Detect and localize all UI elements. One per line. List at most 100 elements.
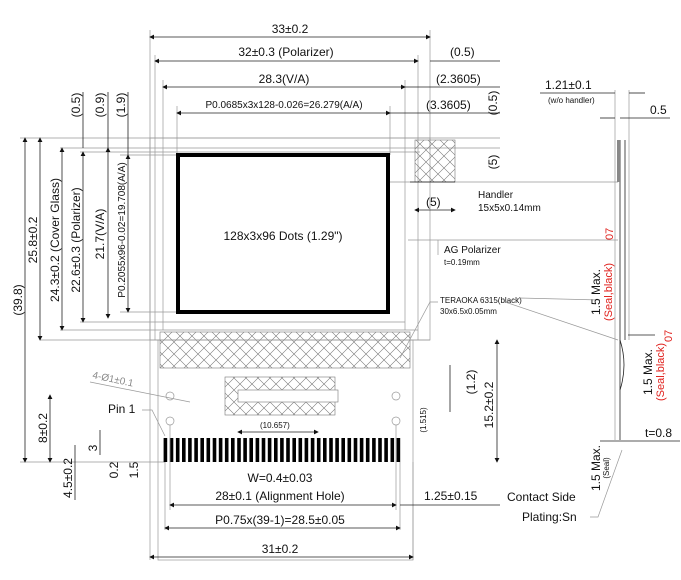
fpc-contact-pin bbox=[341, 438, 345, 462]
alignment-hole bbox=[165, 391, 175, 401]
fpc-contact-pin bbox=[218, 438, 223, 462]
revision-mark-2: 07 bbox=[663, 330, 675, 342]
dim-active-area-height: P0.2055x96-0.02=19.708(A/A) bbox=[117, 162, 128, 297]
fpc-contacts bbox=[163, 438, 401, 462]
fpc-contact-pin bbox=[329, 438, 333, 462]
left-dimensions: (39.8) 25.8±0.2 24.3±0.2 (Cover Glass) 2… bbox=[11, 92, 141, 500]
dim-off-09: (0.9) bbox=[93, 93, 107, 118]
fpc-contact-pin bbox=[353, 438, 358, 462]
dim-fpc-15: 1.5 bbox=[127, 461, 141, 478]
bottom-dimensions: W=0.4±0.03 28±0.1 (Alignment Hole) P0.75… bbox=[149, 425, 500, 560]
fpc-contact-pin bbox=[188, 438, 192, 462]
fpc-contact-pin bbox=[304, 438, 309, 462]
top-dimensions: 33±0.2 32±0.3 (Polarizer) 28.3(V/A) P0.0… bbox=[149, 22, 500, 116]
fpc-contact-pin bbox=[310, 438, 315, 462]
side-max2: 1.5 Max. bbox=[641, 349, 655, 395]
fpc-contact-pin bbox=[359, 438, 364, 462]
fpc-contact-pin bbox=[316, 438, 321, 462]
dim-15-2: 15.2±0.2 bbox=[482, 381, 496, 428]
side-max1: 1.5 Max. bbox=[589, 269, 603, 315]
fpc-contact-pin bbox=[335, 438, 339, 462]
fpc-contact-pin bbox=[286, 438, 290, 462]
fpc-contact-pin bbox=[175, 438, 180, 462]
ag-polarizer-title: AG Polarizer bbox=[444, 245, 501, 256]
fpc-contact-pin bbox=[347, 438, 352, 462]
dim-view-area: 28.3(V/A) bbox=[259, 72, 310, 86]
side-seal3: (Seal) bbox=[602, 457, 611, 479]
handler-title: Handler bbox=[478, 190, 514, 201]
fpc-contact-pin bbox=[206, 438, 211, 462]
plating-label: Plating:Sn bbox=[522, 510, 577, 524]
side-seal1: (Seal,black) bbox=[603, 263, 615, 321]
alignment-hole bbox=[165, 416, 175, 426]
fpc-contact-pin bbox=[384, 438, 388, 462]
side-t08: t=0.8 bbox=[645, 426, 672, 440]
teraoka-title: TERAOKA 6315(black) bbox=[440, 296, 522, 305]
active-area bbox=[176, 153, 390, 314]
dim-cover-glass: 24.3±0.2 (Cover Glass) bbox=[48, 178, 62, 302]
dim-glass: 25.8±0.2 bbox=[26, 216, 40, 263]
fpc-contact-pin bbox=[274, 438, 278, 462]
dim-pin-width: W=0.4±0.03 bbox=[248, 471, 313, 485]
side-view: 1.21±0.1 (w/o handler) 0.5 1.5 Max. (Sea… bbox=[507, 78, 680, 524]
fpc-contact-pin bbox=[169, 438, 174, 462]
alignment-hole bbox=[391, 416, 401, 426]
side-dim-05: 0.5 bbox=[650, 103, 667, 117]
fpc-contact-pin bbox=[212, 438, 217, 462]
fpc-contact-pin bbox=[372, 438, 376, 462]
dim-alignment-hole: 28±0.1 (Alignment Hole) bbox=[215, 489, 344, 503]
fpc-contact-pin bbox=[365, 438, 370, 462]
dim-gap-23605: (2.3605) bbox=[436, 72, 481, 86]
handler-dim-h: (5) bbox=[426, 195, 441, 209]
dim-off-05: (0.5) bbox=[69, 93, 83, 118]
dim-fpc-45: 4.5±0.2 bbox=[61, 458, 75, 498]
fpc-contact-pin bbox=[249, 438, 253, 462]
dim-1515: (1.515) bbox=[419, 407, 428, 433]
handler-dim-v: (5) bbox=[486, 155, 500, 170]
fpc-contact-pin bbox=[231, 438, 235, 462]
dim-polarizer-height: 22.6±0.3 (Polarizer) bbox=[69, 187, 83, 292]
fpc-contact-pin bbox=[237, 438, 241, 462]
ag-polarizer-thickness: t=0.19mm bbox=[444, 258, 480, 267]
handler-dim-top: (0.5) bbox=[486, 91, 500, 116]
side-thickness-note: (w/o handler) bbox=[548, 96, 595, 105]
fpc-contact-pin bbox=[224, 438, 229, 462]
contact-side-label: Contact Side bbox=[507, 490, 576, 504]
handler-size: 15x5x0.14mm bbox=[478, 203, 541, 214]
dim-fpc-3: 3 bbox=[86, 444, 100, 451]
fpc-contact-pin bbox=[390, 438, 395, 462]
dim-active-area: P0.0685x3x128-0.026=26.279(A/A) bbox=[205, 100, 362, 111]
side-thickness: 1.21±0.1 bbox=[545, 78, 592, 92]
module-front-view: 128x3x96 Dots (1.29") bbox=[149, 137, 456, 561]
fpc-contact-pin bbox=[261, 438, 266, 462]
fpc-contact-pin bbox=[163, 438, 168, 462]
handler-tab bbox=[414, 139, 456, 183]
annotations: (5) (5) (0.5) Handler 15x5x0.14mm AG Pol… bbox=[89, 91, 619, 463]
side-seal2: (Seal,black) bbox=[655, 343, 667, 401]
fpc-contact-pin bbox=[182, 438, 186, 462]
dim-gap-05: (0.5) bbox=[450, 45, 475, 59]
dim-edge: 1.25±0.15 bbox=[424, 489, 478, 503]
fpc-contact-pin bbox=[378, 438, 382, 462]
fpc-contact-pin bbox=[194, 438, 198, 462]
fpc-contact-pin bbox=[255, 438, 260, 462]
dim-fpc-width: 31±0.2 bbox=[262, 542, 299, 556]
alignment-hole bbox=[391, 391, 401, 401]
pin1-label: Pin 1 bbox=[108, 402, 136, 416]
fpc-contact-pin bbox=[292, 438, 296, 462]
display-label: 128x3x96 Dots (1.29") bbox=[224, 229, 343, 243]
fpc-contact-pin bbox=[280, 438, 284, 462]
revision-mark: 07 bbox=[604, 228, 616, 240]
dim-fpc-02: 0.2 bbox=[107, 461, 121, 478]
dim-1-2: (1.2) bbox=[464, 370, 478, 395]
fpc-contact-pin bbox=[323, 438, 327, 462]
dim-polarizer: 32±0.3 (Polarizer) bbox=[238, 45, 333, 59]
dim-fpc-8: 8±0.2 bbox=[36, 413, 50, 443]
fpc-contact-pin bbox=[267, 438, 272, 462]
fpc-contact-pin bbox=[396, 438, 401, 462]
dim-off-19: (1.9) bbox=[114, 93, 128, 118]
fpc-contact-pin bbox=[298, 438, 303, 462]
teraoka-size: 30x6.5x0.05mm bbox=[440, 307, 497, 316]
fpc-contact-pin bbox=[243, 438, 247, 462]
